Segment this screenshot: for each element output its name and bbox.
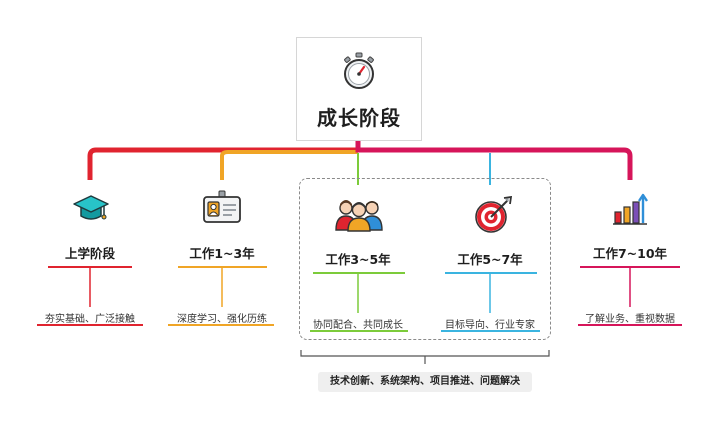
stage-4-title: 工作5~7年 — [457, 252, 523, 267]
group-box-work-3-7 — [299, 178, 551, 340]
stage-5-title: 工作7~10年 — [592, 246, 668, 261]
stage-1-desc: 夯实基础、广泛接触 — [45, 314, 135, 325]
summary-label: 技术创新、系统架构、项目推进、问题解决 — [318, 372, 532, 392]
graduation-cap-icon — [73, 195, 109, 220]
branch-line-work-1-3 — [220, 150, 358, 180]
stage-2-title: 工作1~3年 — [189, 246, 255, 261]
stage-4-desc: 目标导向、行业专家 — [445, 320, 535, 331]
summary-bracket — [300, 350, 550, 357]
stage-3-connector — [310, 272, 408, 332]
growth-chart-icon — [613, 193, 648, 225]
branch-line-work-7-10 — [355, 141, 633, 180]
stage-3-desc: 协同配合、共同成长 — [313, 320, 403, 331]
stage-2-connector — [168, 266, 274, 326]
stage-5-connector — [578, 266, 682, 326]
stage-1-connector — [37, 266, 143, 326]
stage-2-desc: 深度学习、强化历练 — [177, 314, 267, 325]
id-badge-icon — [203, 190, 241, 223]
team-people-icon — [335, 200, 383, 232]
stage-3-title: 工作3~5年 — [325, 252, 391, 267]
branch-line-school — [87, 147, 358, 180]
stage-4-connector — [441, 272, 540, 332]
stopwatch-icon — [344, 52, 374, 89]
target-arrow-icon — [475, 196, 513, 233]
root-title: 成长阶段 — [317, 106, 401, 130]
stage-1-title: 上学阶段 — [64, 246, 115, 261]
stage-5-desc: 了解业务、重视数据 — [585, 314, 675, 325]
